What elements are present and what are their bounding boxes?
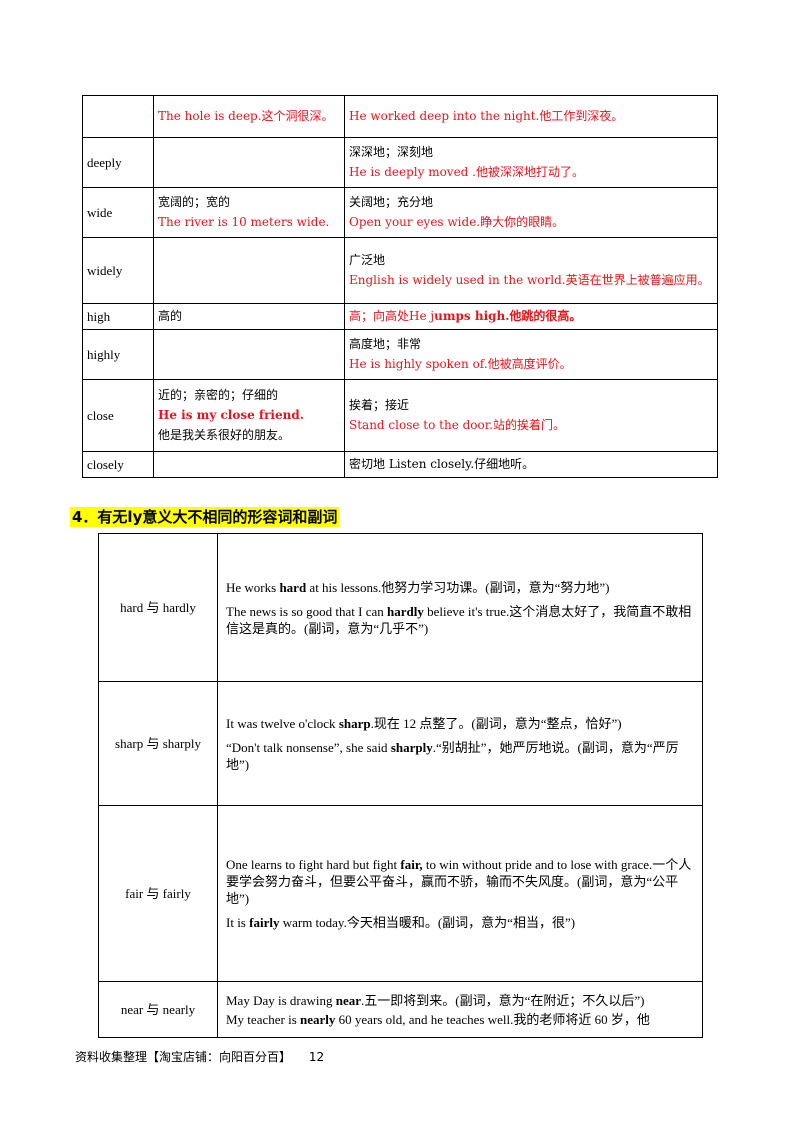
example: The river is 10 meters wide. xyxy=(158,215,330,229)
example: Stand close to the door.站的挨着门。 xyxy=(349,418,565,432)
row-close: close 近的；亲密的；仔细的 He is my close friend. … xyxy=(82,379,718,452)
example: He is deeply moved .他被深深地打动了。 xyxy=(349,165,584,179)
footer-source: 资料收集整理【淘宝店铺：向阳百分百】 xyxy=(75,1050,292,1064)
adjective-cell xyxy=(153,137,345,188)
row-wide: wide 宽阔的；宽的 The river is 10 meters wide.… xyxy=(82,187,718,238)
meaning: 挨着；接近 xyxy=(349,398,410,412)
word-pair-cell: hard 与 hardly xyxy=(98,533,218,682)
meaning: 高；向高处He j xyxy=(349,309,435,323)
word-cell: high xyxy=(82,303,154,330)
row-widely: widely 广泛地 English is widely used in the… xyxy=(82,237,718,304)
example-sentence: The news is so good that I can hardly be… xyxy=(226,603,692,636)
adjective-cell: The hole is deep.这个洞很深。 xyxy=(153,95,345,138)
meaning: 深深地；深刻地 xyxy=(349,145,434,159)
adjective-cell xyxy=(153,451,345,478)
row-highly: highly 高度地；非常 He is highly spoken of.他被高… xyxy=(82,329,718,380)
word-pair-cell: near 与 nearly xyxy=(98,981,218,1038)
translation: 他是我关系很好的朋友。 xyxy=(158,428,291,442)
row-sharp: sharp 与 sharply It was twelve o'clock sh… xyxy=(98,681,703,806)
adjective-cell xyxy=(153,329,345,380)
row-fair: fair 与 fairly One learns to fight hard b… xyxy=(98,805,703,982)
example-sentence: “Don't talk nonsense”, she said sharply.… xyxy=(226,739,679,772)
example: He is my close friend. xyxy=(158,408,304,422)
adverb-table-continued: The hole is deep.这个洞很深。 He worked deep i… xyxy=(82,95,718,478)
example-sentence: One learns to fight hard but fight fair,… xyxy=(226,857,692,906)
ly-comparison-table: hard 与 hardly He works hard at his lesso… xyxy=(98,533,703,1038)
row-closely: closely 密切地 Listen closely.仔细地听。 xyxy=(82,451,718,478)
adverb-cell: 广泛地 English is widely used in the world.… xyxy=(344,237,718,304)
example: English is widely used in the world.英语在世… xyxy=(349,273,710,287)
word-cell: highly xyxy=(82,329,154,380)
meaning: 宽阔的；宽的 xyxy=(158,195,231,209)
row-near: near 与 nearly May Day is drawing near.五一… xyxy=(98,981,703,1038)
adverb-cell: 高；向高处He jumps high.他跳的很高。 xyxy=(344,303,718,330)
adverb-cell: He worked deep into the night.他工作到深夜。 xyxy=(344,95,718,138)
example: umps high.他跳的很高。 xyxy=(434,309,582,323)
adverb-cell: 挨着；接近 Stand close to the door.站的挨着门。 xyxy=(344,379,718,452)
meaning: 关阔地；充分地 xyxy=(349,195,434,209)
word-cell: widely xyxy=(82,237,154,304)
word-cell: close xyxy=(82,379,154,452)
adjective-cell: 近的；亲密的；仔细的 He is my close friend. 他是我关系很… xyxy=(153,379,345,452)
example-cell: May Day is drawing near.五一即将到来。(副词，意为“在附… xyxy=(217,981,703,1038)
adjective-cell: 高的 xyxy=(153,303,345,330)
example-sentence: My teacher is nearly 60 years old, and h… xyxy=(226,1011,650,1027)
word-cell: deeply xyxy=(82,137,154,188)
example-sentence: It was twelve o'clock sharp.现在 12 点整了。(副… xyxy=(226,715,622,731)
row-deep: The hole is deep.这个洞很深。 He worked deep i… xyxy=(82,95,718,138)
word-cell: closely xyxy=(82,451,154,478)
word-cell xyxy=(82,95,154,138)
page-footer: 资料收集整理【淘宝店铺：向阳百分百】 12 xyxy=(75,1048,324,1065)
example: Open your eyes wide.睁大你的眼睛。 xyxy=(349,215,565,229)
example-sentence: He works hard at his lessons.他努力学习功课。(副词… xyxy=(226,579,610,595)
word-pair-cell: fair 与 fairly xyxy=(98,805,218,982)
meaning: 广泛地 xyxy=(349,253,386,267)
example-cell: He works hard at his lessons.他努力学习功课。(副词… xyxy=(217,533,703,682)
row-deeply: deeply 深深地；深刻地 He is deeply moved .他被深深地… xyxy=(82,137,718,188)
word-cell: wide xyxy=(82,187,154,238)
adverb-cell: 密切地 Listen closely.仔细地听。 xyxy=(344,451,718,478)
adjective-cell: 宽阔的；宽的 The river is 10 meters wide. xyxy=(153,187,345,238)
example-sentence: May Day is drawing near.五一即将到来。(副词，意为“在附… xyxy=(226,992,645,1008)
example-cell: One learns to fight hard but fight fair,… xyxy=(217,805,703,982)
adverb-cell: 高度地；非常 He is highly spoken of.他被高度评价。 xyxy=(344,329,718,380)
page-number: 12 xyxy=(308,1050,325,1064)
adverb-cell: 关阔地；充分地 Open your eyes wide.睁大你的眼睛。 xyxy=(344,187,718,238)
example-sentence: It is fairly warm today.今天相当暖和。(副词，意为“相当… xyxy=(226,915,576,930)
section-heading: 4．有无ly意义大不相同的形容词和副词 xyxy=(70,507,340,527)
example: He is highly spoken of.他被高度评价。 xyxy=(349,357,572,371)
adverb-cell: 深深地；深刻地 He is deeply moved .他被深深地打动了。 xyxy=(344,137,718,188)
row-hard: hard 与 hardly He works hard at his lesso… xyxy=(98,533,703,682)
example-cell: It was twelve o'clock sharp.现在 12 点整了。(副… xyxy=(217,681,703,806)
meaning: 近的；亲密的；仔细的 xyxy=(158,388,279,402)
meaning: 高度地；非常 xyxy=(349,337,422,351)
adjective-cell xyxy=(153,237,345,304)
word-pair-cell: sharp 与 sharply xyxy=(98,681,218,806)
row-high: high 高的 高；向高处He jumps high.他跳的很高。 xyxy=(82,303,718,330)
